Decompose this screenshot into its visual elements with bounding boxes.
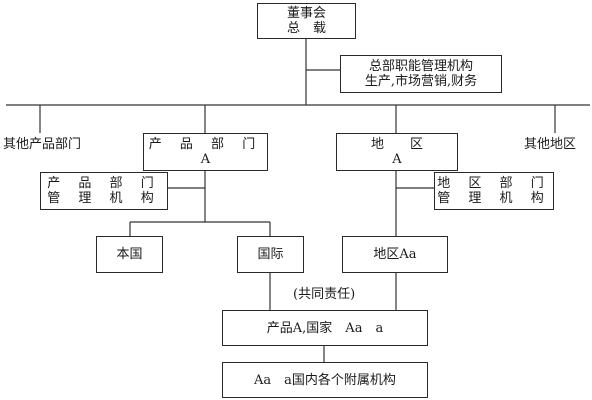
product-mgmt-line2: 管 理 机 构 bbox=[47, 191, 161, 206]
other-regions-label: 其他地区 bbox=[524, 137, 577, 152]
product-dept-box: 产 品 部 门 A bbox=[143, 133, 268, 171]
board-subtitle: 总 载 bbox=[286, 21, 326, 36]
affiliates-label: Aa a国内各个附属机构 bbox=[254, 372, 396, 388]
affiliates-box: Aa a国内各个附属机构 bbox=[222, 362, 428, 398]
region-mgmt-line2: 管 理 机 构 bbox=[437, 191, 551, 206]
joint-responsibility-label: (共同责任) bbox=[293, 287, 356, 302]
region-box: 地 区 A bbox=[336, 133, 458, 171]
hq-functions-title: 总部职能管理机构 bbox=[368, 59, 473, 74]
hq-functions-box: 总部职能管理机构 生产,市场营销,财务 bbox=[340, 55, 502, 93]
region-aa-box: 地区Aa bbox=[342, 236, 448, 273]
region-aa-label: 地区Aa bbox=[373, 247, 417, 262]
board-box: 董事会 总 载 bbox=[257, 3, 356, 39]
international-label: 国际 bbox=[257, 247, 284, 262]
product-dept-letter: A bbox=[200, 152, 211, 167]
product-mgmt-box: 产 品 部 门 管 理 机 构 bbox=[40, 172, 168, 210]
international-box: 国际 bbox=[237, 236, 304, 273]
product-country-box: 产品A,国家 Aa a bbox=[222, 310, 428, 346]
domestic-box: 本国 bbox=[96, 236, 163, 273]
region-mgmt-box: 地 区 部 门 管 理 机 构 bbox=[434, 172, 554, 210]
product-dept-title: 产 品 部 门 bbox=[148, 137, 263, 152]
region-title: 地 区 bbox=[370, 137, 423, 152]
other-product-depts-label: 其他产品部门 bbox=[3, 137, 82, 152]
board-title: 董事会 bbox=[286, 6, 326, 21]
domestic-label: 本国 bbox=[116, 247, 143, 262]
product-country-label: 产品A,国家 Aa a bbox=[266, 320, 384, 336]
region-mgmt-line1: 地 区 部 门 bbox=[437, 176, 551, 191]
product-mgmt-line1: 产 品 部 门 bbox=[47, 176, 161, 191]
hq-functions-detail: 生产,市场营销,财务 bbox=[364, 74, 478, 89]
region-letter: A bbox=[392, 152, 402, 167]
